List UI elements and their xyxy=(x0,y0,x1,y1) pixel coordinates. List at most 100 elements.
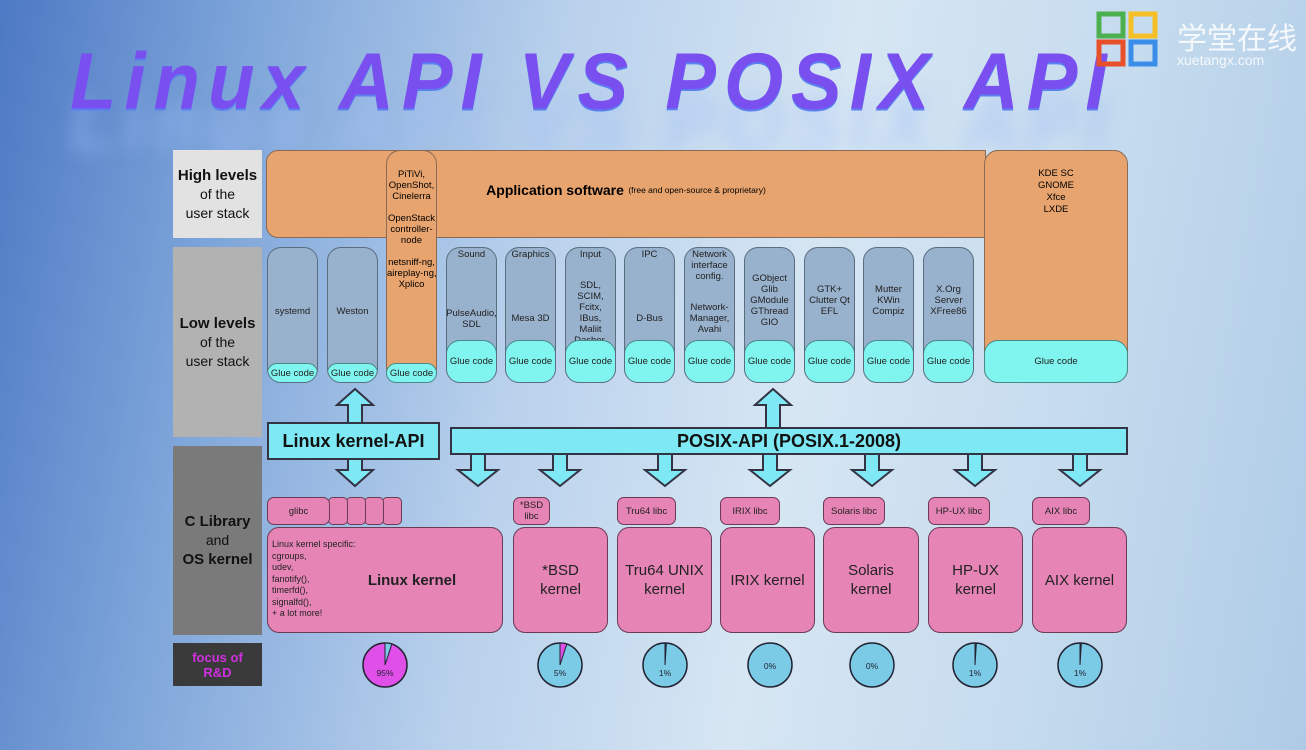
kernel-label: *BSD kernel xyxy=(540,562,581,598)
glue-code: Glue code xyxy=(805,340,854,382)
glue-code: Glue code xyxy=(745,340,794,382)
arrow-down-icon xyxy=(455,453,501,488)
arrow-up-icon xyxy=(334,387,376,424)
column-head: Network interface config. xyxy=(691,249,728,282)
linux-specific-features: Linux kernel specific:cgroups,udev,fanot… xyxy=(272,539,356,620)
desktop-item: Xfce xyxy=(1046,192,1066,203)
column-body: GTK+ Clutter Qt EFL xyxy=(809,284,850,317)
level-sub: user stack xyxy=(185,352,250,369)
libc-box: Solaris libc xyxy=(823,497,885,525)
kernel-box: IRIX kernel xyxy=(720,527,815,633)
library-column: GTK+ Clutter Qt EFL Glue code xyxy=(804,247,855,383)
glue-code: Glue code xyxy=(864,340,913,382)
column-head: IPC xyxy=(641,249,658,260)
library-column: GObject Glib GModule GThread GIO Glue cod… xyxy=(744,247,795,383)
logo-text-en: xuetangx.com xyxy=(1177,52,1265,68)
desktop-item: KDE SC xyxy=(1038,168,1074,179)
glue-code: Glue code xyxy=(386,363,437,383)
feature-line: timerfd(), xyxy=(272,585,308,595)
kernel-label: Tru64 UNIX kernel xyxy=(625,562,704,598)
pie-slice xyxy=(384,642,393,666)
column-label: Weston xyxy=(336,305,369,317)
library-column: Network interface config.Network-Manager… xyxy=(684,247,735,383)
column-body: PulseAudio, SDL xyxy=(446,307,497,330)
level-sub: user stack xyxy=(185,204,250,221)
pie-label: 0% xyxy=(866,661,879,671)
level-sub: of the xyxy=(199,185,236,202)
glue-code: Glue code xyxy=(506,340,555,382)
kernel-label: HP-UX kernel xyxy=(952,562,999,598)
column-head: Input xyxy=(579,249,602,260)
kernel-box: *BSD kernel xyxy=(513,527,608,633)
column-body: GObject Glib GModule GThread GIO xyxy=(750,273,789,328)
focus-label: focus of R&D xyxy=(173,643,262,686)
arrow-down-icon xyxy=(537,453,583,488)
arrow-down-icon xyxy=(747,453,793,488)
pie-label: 95% xyxy=(376,668,393,678)
level-sub: and xyxy=(205,532,230,548)
pie-label: 1% xyxy=(1074,668,1087,678)
level-sub: of the xyxy=(199,333,236,350)
pie-base xyxy=(849,642,895,688)
kernel-label: IRIX kernel xyxy=(730,571,805,589)
glue-code: Glue code xyxy=(268,363,317,382)
logo-squares-icon xyxy=(1096,11,1158,67)
libc-box: *BSD libc xyxy=(513,497,550,525)
column-head: Graphics xyxy=(511,249,550,260)
libc-box: AIX libc xyxy=(1032,497,1090,525)
desktop-item: GNOME xyxy=(1038,180,1074,191)
linux-kernel-api: Linux kernel-API xyxy=(267,422,440,460)
glue-code: Glue code xyxy=(685,340,734,382)
column-line: aireplay-ng, xyxy=(387,268,437,279)
column-line: Cinelerra xyxy=(392,191,431,202)
column-line: netsniff-ng, xyxy=(388,257,435,268)
arrow-down-icon xyxy=(334,458,376,488)
column-body: Mutter KWin Compiz xyxy=(872,284,905,317)
glue-code: Glue code xyxy=(625,340,674,382)
arrow-down-icon xyxy=(849,453,895,488)
level-title: Low levels xyxy=(179,314,256,332)
kernel-label: Solaris kernel xyxy=(848,562,894,598)
kernel-box: Linux kernel xyxy=(267,527,503,633)
arrow-down-icon xyxy=(952,453,998,488)
app-subtitle: (free and open-source & proprietary) xyxy=(628,185,766,195)
desktop-item: LXDE xyxy=(1043,204,1069,215)
level-title: C Library xyxy=(184,513,251,530)
libc-box: IRIX libc xyxy=(720,497,780,525)
libc-box: glibc xyxy=(267,497,330,525)
xuetangx-logo: 学堂在线 xuetangx.com xyxy=(1095,8,1306,68)
logo-text-cn: 学堂在线 xyxy=(1177,23,1297,56)
glue-code: Glue code xyxy=(566,340,615,382)
slide-title: Linux API VS POSIX API xyxy=(70,36,1115,127)
feature-line: cgroups, xyxy=(272,550,307,561)
arrow-down-icon xyxy=(642,453,688,488)
libc-box: HP-UX libc xyxy=(928,497,990,525)
pie-slice xyxy=(664,642,667,666)
libc-box: Tru64 libc xyxy=(617,497,676,525)
posix-api: POSIX-API (POSIX.1-2008) xyxy=(450,427,1128,455)
column-body: X.Org Server XFree86 xyxy=(930,284,967,317)
glue-code: Glue code xyxy=(924,340,973,382)
pie-base xyxy=(747,642,793,688)
kernel-label: AIX kernel xyxy=(1044,571,1115,589)
arrow-down-icon xyxy=(1057,453,1103,488)
column-line: OpenShot, xyxy=(388,180,435,191)
column-body: D-Bus xyxy=(636,313,663,324)
kernel-box: Tru64 UNIX kernel xyxy=(617,527,712,633)
column-label: systemd xyxy=(274,305,311,317)
